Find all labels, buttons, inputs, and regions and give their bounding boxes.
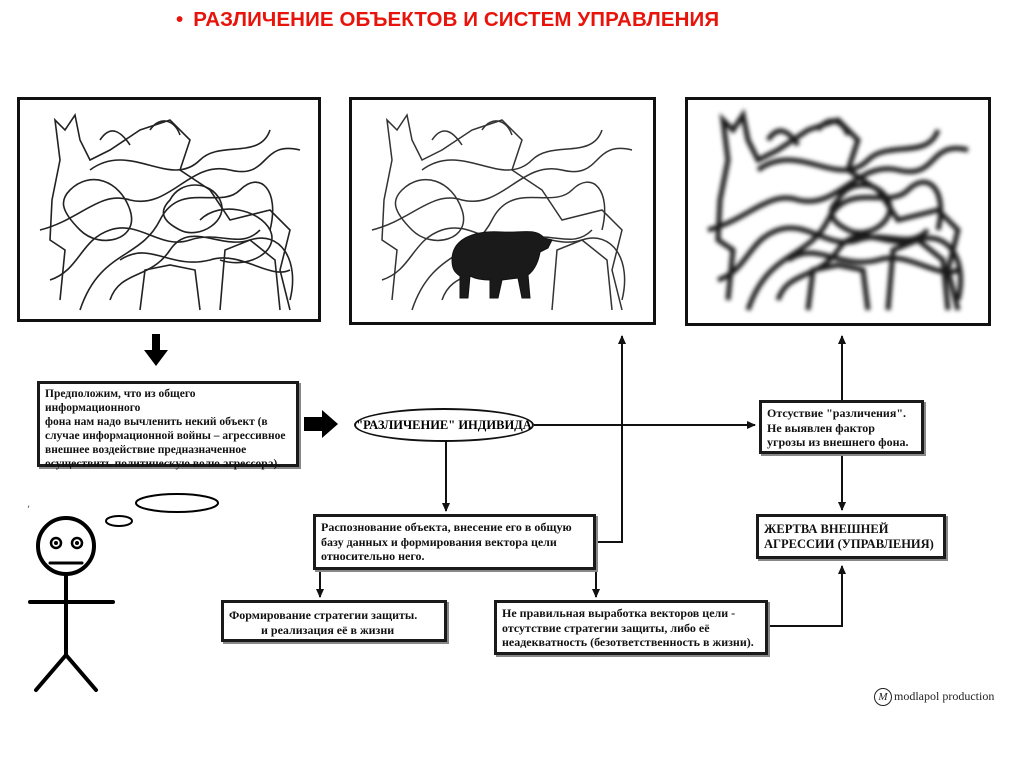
- defense-box: Формирование стратегии защиты. и реализа…: [221, 600, 447, 642]
- premise-box: Предположим, что из общего информационно…: [37, 381, 299, 467]
- recognition-box: Распознование объекта, внесение его в об…: [313, 514, 596, 570]
- thought-bubble-small: [106, 516, 132, 526]
- down-block-arrow: [144, 334, 168, 366]
- victim-box: ЖЕРТВА ВНЕШНЕЙ АГРЕССИИ (УПРАВЛЕНИЯ): [756, 514, 946, 559]
- tiny-mark: ,: [27, 499, 30, 510]
- right-block-arrow: [304, 410, 338, 438]
- arrow-wrong-vectors-to-victim: [768, 566, 842, 626]
- thought-bubble-large: [136, 494, 218, 512]
- modlapol-logo-icon: M: [874, 688, 892, 706]
- discrimination-oval: "РАЗЛИЧЕНИЕ" ИНДИВИДА: [354, 408, 534, 442]
- no-discrimination-box: Отсуствие "различения". Не выявлен факто…: [759, 400, 924, 454]
- arrow-to-highlighted-panel: [596, 336, 622, 542]
- wrong-vectors-box: Не правильная выработка векторов цели - …: [494, 600, 768, 655]
